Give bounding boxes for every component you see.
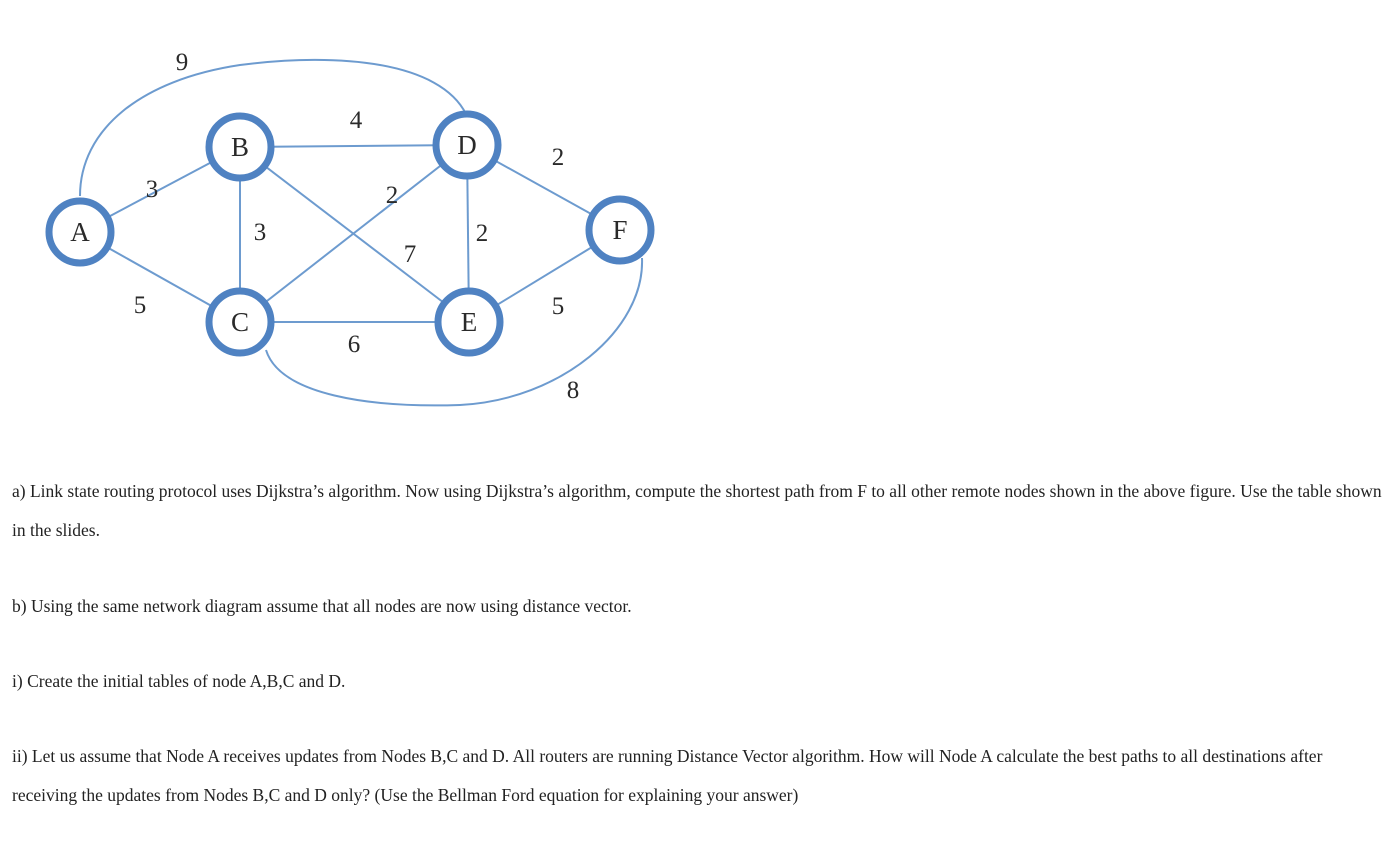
weight-e-f: 5 <box>552 293 565 320</box>
node-f: F <box>585 195 655 265</box>
edge-b-d <box>239 144 468 148</box>
node-a: A <box>45 197 115 267</box>
node-a-label: A <box>70 217 90 247</box>
node-e-circle <box>434 287 504 357</box>
question-a: a) Link state routing protocol uses Dijk… <box>12 481 1382 540</box>
weight-b-c: 3 <box>254 219 267 246</box>
weight-a-c: 5 <box>134 292 147 319</box>
node-d-label: D <box>457 130 477 160</box>
node-c-circle <box>205 287 275 357</box>
node-e: E <box>434 287 504 357</box>
node-b: B <box>205 112 275 182</box>
node-a-circle <box>45 197 115 267</box>
weight-c-f: 8 <box>567 377 580 404</box>
weight-b-e: 7 <box>404 241 417 268</box>
node-e-label: E <box>461 307 478 337</box>
weight-a-d: 9 <box>176 49 189 76</box>
weight-d-e: 2 <box>476 220 489 247</box>
weight-d-f: 2 <box>552 144 565 171</box>
edge-a-d <box>79 58 467 197</box>
edge-c-f <box>265 257 644 407</box>
weight-b-d: 4 <box>350 107 363 134</box>
weight-a-b: 3 <box>146 176 159 203</box>
node-f-label: F <box>612 215 627 245</box>
node-d-circle <box>432 110 502 180</box>
network-diagram: A B C D E F 9 3 5 4 3 2 7 2 2 6 5 8 <box>45 49 655 407</box>
node-c: C <box>205 287 275 357</box>
weight-c-e: 6 <box>348 331 361 358</box>
node-d: D <box>432 110 502 180</box>
question-b: b) Using the same network diagram assume… <box>12 596 632 616</box>
node-b-circle <box>205 112 275 182</box>
node-f-circle <box>585 195 655 265</box>
weight-c-d: 2 <box>386 182 399 209</box>
question-b-i: i) Create the initial tables of node A,B… <box>12 671 346 691</box>
node-b-label: B <box>231 132 249 162</box>
edge-b-e <box>239 146 470 323</box>
question-b-ii: ii) Let us assume that Node A receives u… <box>12 746 1323 805</box>
node-c-label: C <box>231 307 249 337</box>
